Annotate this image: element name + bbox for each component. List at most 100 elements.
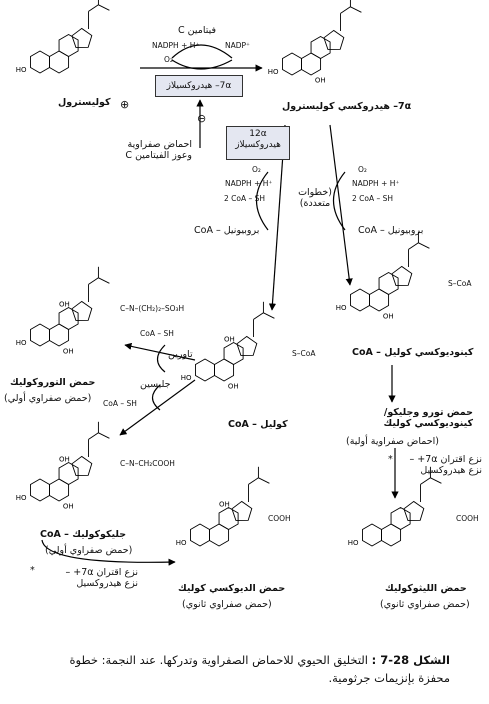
taurocholic-ring-d <box>71 300 93 321</box>
label-2coa-right: 2 CoA – SH <box>352 194 394 203</box>
label-vitamin-c: فيتامين C <box>178 25 217 36</box>
deoxycholic-oh12-label: OH <box>219 500 230 508</box>
label-deconj-left: نزع اقتران 7α+ – نزع هيدروكسيل <box>65 567 138 589</box>
cholyl-oh7-label: OH <box>228 383 239 391</box>
glycocholic-sidechain-2 <box>88 432 99 440</box>
cheno-ring-d <box>391 265 413 286</box>
note-taurocholic: (حمض صفراوي أولي) <box>4 393 92 404</box>
cholesterol-ring-d <box>71 27 93 48</box>
cheno-sidechain-4 <box>418 242 430 249</box>
glycocholic-ring-c <box>58 461 79 486</box>
cholyl-ring-a <box>195 358 215 382</box>
label-coa-sh-upper: CoA – SH <box>140 329 174 338</box>
cholyl-ring-b <box>214 358 235 382</box>
name-deoxycholic: حمض الديوكسي كوليك <box>178 583 286 594</box>
deoxycholic-ring-a <box>190 523 210 547</box>
enzyme-7a-hydroxylase: 7α– هيدروكسيلاز <box>155 75 243 97</box>
caption-text: التخليق الحيوي للاحماض الصفراوية وتدركها… <box>69 653 450 685</box>
deoxycholic-ho-label: HO <box>176 539 187 547</box>
label-plus: ⊕ <box>120 98 130 111</box>
hydroxycholesterol-ring-a <box>282 52 302 76</box>
note-glycocholic: (حمض صفراوي أولي) <box>45 545 133 556</box>
name-7a-hydroxycholesterol: 7α– هيدروكسي كوليسترول <box>282 101 412 112</box>
note-lithocholic: (حمض صفراوي ثانوي) <box>380 599 470 610</box>
cheno-ring-c <box>378 271 399 296</box>
label-2coa-left: 2 CoA – SH <box>224 194 266 203</box>
label-deconj-right: نزع اقتران 7α+ – نزع هيدروكسيل <box>409 454 482 476</box>
cholesterol-ring-c <box>58 33 79 58</box>
deoxycholic-ring-b <box>209 523 230 547</box>
cholyl-ring-d <box>236 335 258 356</box>
arc-vitamin-c <box>171 44 233 59</box>
arc-o2 <box>171 59 233 70</box>
glycocholic-oh12-label: OH <box>59 455 70 463</box>
arrow-to-cheno <box>329 124 353 286</box>
arc-taurine <box>156 344 166 373</box>
cholyl-ho-label: HO <box>181 374 192 382</box>
deoxycholic-ring-c <box>218 506 239 531</box>
cheno-oh7-label: OH <box>383 313 394 321</box>
label-o2-top: O₂ <box>164 55 173 64</box>
name-taurocholic: حمض التوروكوليك <box>10 377 96 388</box>
label-nadph-left: NADPH + H⁺ <box>225 179 273 188</box>
lithocholic-ring-b <box>381 523 402 547</box>
cooh-lithocholic: COOH <box>456 514 479 523</box>
label-o2-left: O₂ <box>252 165 261 174</box>
hydroxycholesterol-ho-label: HO <box>268 68 279 76</box>
cholesterol-ring-b <box>49 50 70 74</box>
arrow-to-deoxycholic <box>41 539 176 566</box>
glycocholic-ring-a <box>30 478 50 502</box>
glycocholic-ring-d <box>71 455 93 476</box>
taurocholic-ho-label: HO <box>16 339 27 347</box>
cholesterol-ho-label: HO <box>16 66 27 74</box>
label-nadph-right: NADPH + H⁺ <box>352 179 400 188</box>
figure-caption: الشكل 28-7 : التخليق الحيوي للاحماض الصف… <box>38 652 450 688</box>
hydroxycholesterol-oh7-label: OH <box>315 77 326 85</box>
label-nadp-top: NADP⁺ <box>225 41 250 50</box>
taurocholic-sidechain-4 <box>98 277 110 284</box>
taurocholic-sidechain-2 <box>88 277 99 285</box>
label-glycine: جليسين <box>140 379 171 390</box>
cooh-deoxycholic: COOH <box>268 514 291 523</box>
label-star-left: * <box>30 565 35 576</box>
glycocholic-oh7-label: OH <box>63 503 74 511</box>
label-propionyl-right: بروبيونيل – CoA <box>358 225 424 236</box>
name-cholyl-coa: كوليل – CoA <box>228 419 288 430</box>
taurocholic-oh7-label: OH <box>63 348 74 356</box>
cheno-ring-a <box>350 288 370 312</box>
taurocholic-ring-b <box>49 323 70 347</box>
glycocholic-sidechain-4 <box>98 432 110 439</box>
hydroxycholesterol-ring-d <box>323 29 345 50</box>
thioester-cheno: S–CoA <box>448 279 472 288</box>
label-inhibitors: احماض صفراوية وعوز الفيتامين C <box>125 139 192 161</box>
cheno-ho-label: HO <box>336 304 347 312</box>
cholyl-sidechain-4 <box>263 312 275 319</box>
cheno-sidechain-2 <box>408 242 419 250</box>
deoxycholic-sidechain-4 <box>258 477 270 484</box>
glycocholic-ring-b <box>49 478 70 502</box>
lithocholic-ring-d <box>403 500 425 521</box>
arc-left-propionyl <box>256 171 269 231</box>
lithocholic-ring-a <box>362 523 382 547</box>
label-star-right: * <box>388 454 393 465</box>
label-multiple-steps: (خطوات متعددة) <box>298 187 332 209</box>
taurocholic-ring-c <box>58 306 79 331</box>
taurocholic-ring-a <box>30 323 50 347</box>
cholyl-ring-c <box>223 341 244 366</box>
cholyl-sidechain-2 <box>253 312 264 320</box>
name-cheno-coa: كينوديوكسي كوليل – CoA <box>352 347 474 358</box>
name-tauro-glyco-cheno: حمض تورو وجليكو/ كينوديوكسي كوليك <box>383 407 473 429</box>
cholesterol-ring-a <box>30 50 50 74</box>
arc-right-propionyl <box>333 171 346 231</box>
hydroxycholesterol-ring-b <box>301 52 322 76</box>
note-deoxycholic: (حمض صفراوي ثانوي) <box>182 599 272 610</box>
chain-taurine: C–N–(CH₂)₂–SO₃H <box>120 304 185 313</box>
cheno-ring-b <box>369 288 390 312</box>
note-tauro-glyco-cheno: (احماض صفراوية أولية) <box>346 436 439 447</box>
lithocholic-sidechain-2 <box>420 477 431 485</box>
lithocholic-ring-c <box>390 506 411 531</box>
name-cholesterol: كوليسترول <box>58 97 111 108</box>
cholesterol-sidechain-4 <box>98 4 110 11</box>
lithocholic-sidechain-4 <box>430 477 442 484</box>
